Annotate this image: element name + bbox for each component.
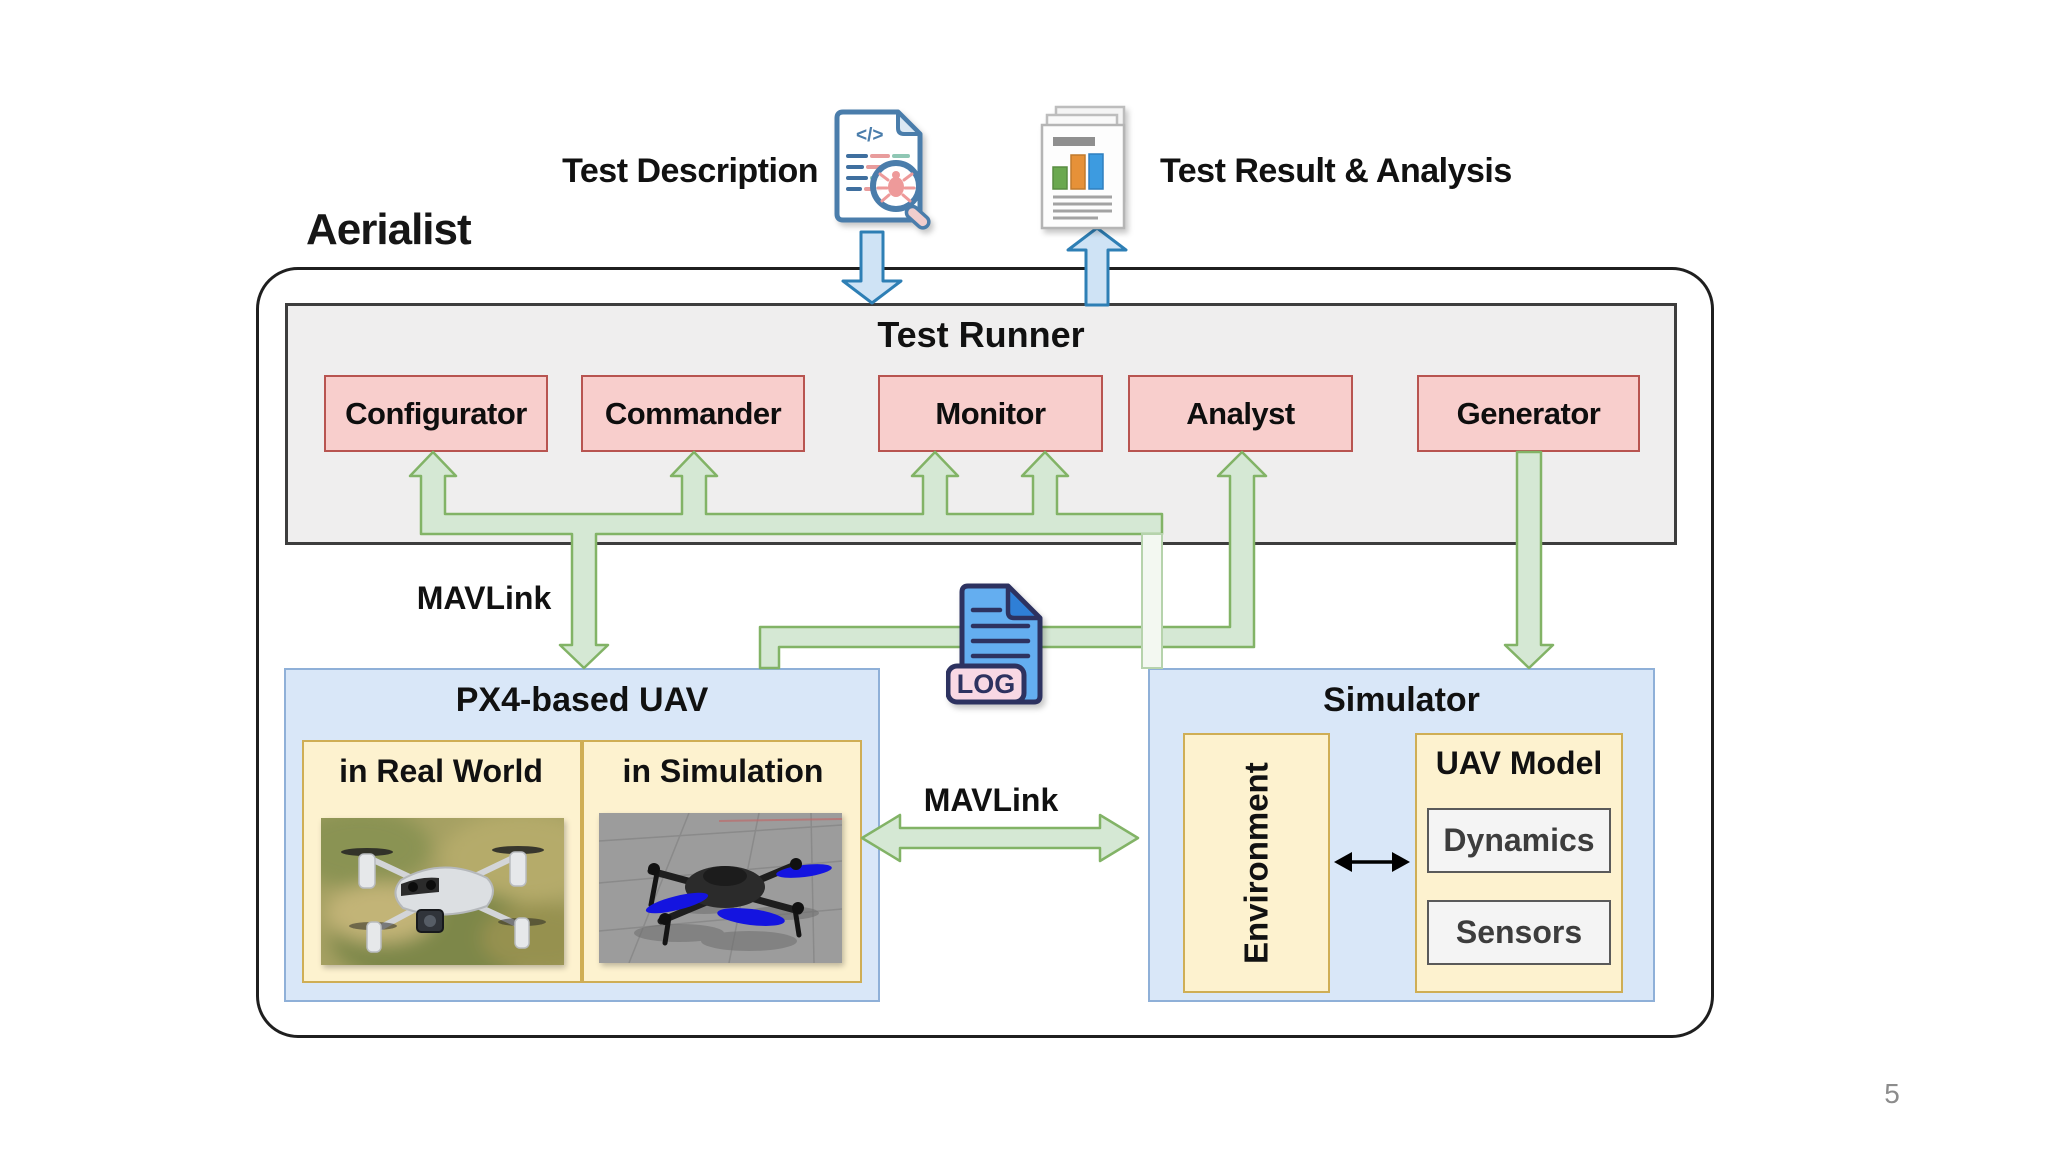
log-badge-text: LOG: [957, 669, 1016, 699]
simulation-drone-image: [599, 813, 842, 963]
real-world-title: in Real World: [339, 753, 543, 789]
test-runner-title: Test Runner: [877, 314, 1085, 355]
bar-chart-glyph: [1052, 153, 1104, 190]
dark-quadcopter: [645, 858, 832, 946]
simulator-monitor-leg: [1141, 533, 1163, 669]
dynamics-box: Dynamics: [1427, 808, 1611, 873]
test-description-label: Test Description: [562, 152, 818, 190]
px4-uav-title: PX4-based UAV: [455, 681, 709, 719]
test-result-icon: [1038, 105, 1142, 231]
component-configurator: Configurator: [324, 375, 548, 452]
test-result-label: Test Result & Analysis: [1160, 152, 1512, 190]
log-file-icon: LOG: [946, 582, 1050, 714]
sensors-box: Sensors: [1427, 900, 1611, 965]
mavlink-label-uav-simulator: MAVLink: [923, 782, 1059, 818]
component-analyst: Analyst: [1128, 375, 1353, 452]
mavlink-label-runner-uav: MAVLink: [416, 580, 552, 616]
environment-model-arrow: [1334, 852, 1410, 872]
mavlink-double-arrow: [860, 813, 1140, 863]
component-generator: Generator: [1417, 375, 1640, 452]
page-title: Aerialist: [306, 205, 472, 254]
runner-bus-connector: [408, 450, 1164, 670]
magnifier-bug-icon: [870, 160, 931, 230]
test-description-arrow: [841, 230, 903, 305]
component-commander: Commander: [581, 375, 805, 452]
simulation-drone-photo: [599, 813, 842, 963]
uav-model-title: UAV Model: [1435, 745, 1603, 781]
generator-simulator-arrow: [1503, 450, 1555, 670]
uav-panel-divider: [580, 740, 584, 983]
svg-text:</>: </>: [856, 125, 883, 146]
test-description-icon: </>: [832, 108, 940, 234]
white-quadcopter: [341, 846, 546, 953]
page-number: 5: [1884, 1078, 1900, 1109]
component-monitor: Monitor: [878, 375, 1103, 452]
simulation-title: in Simulation: [622, 753, 824, 789]
real-world-drone-image: [321, 818, 564, 965]
real-world-drone-photo: [321, 818, 564, 965]
test-result-arrow: [1066, 226, 1128, 307]
simulator-title: Simulator: [1323, 681, 1480, 719]
